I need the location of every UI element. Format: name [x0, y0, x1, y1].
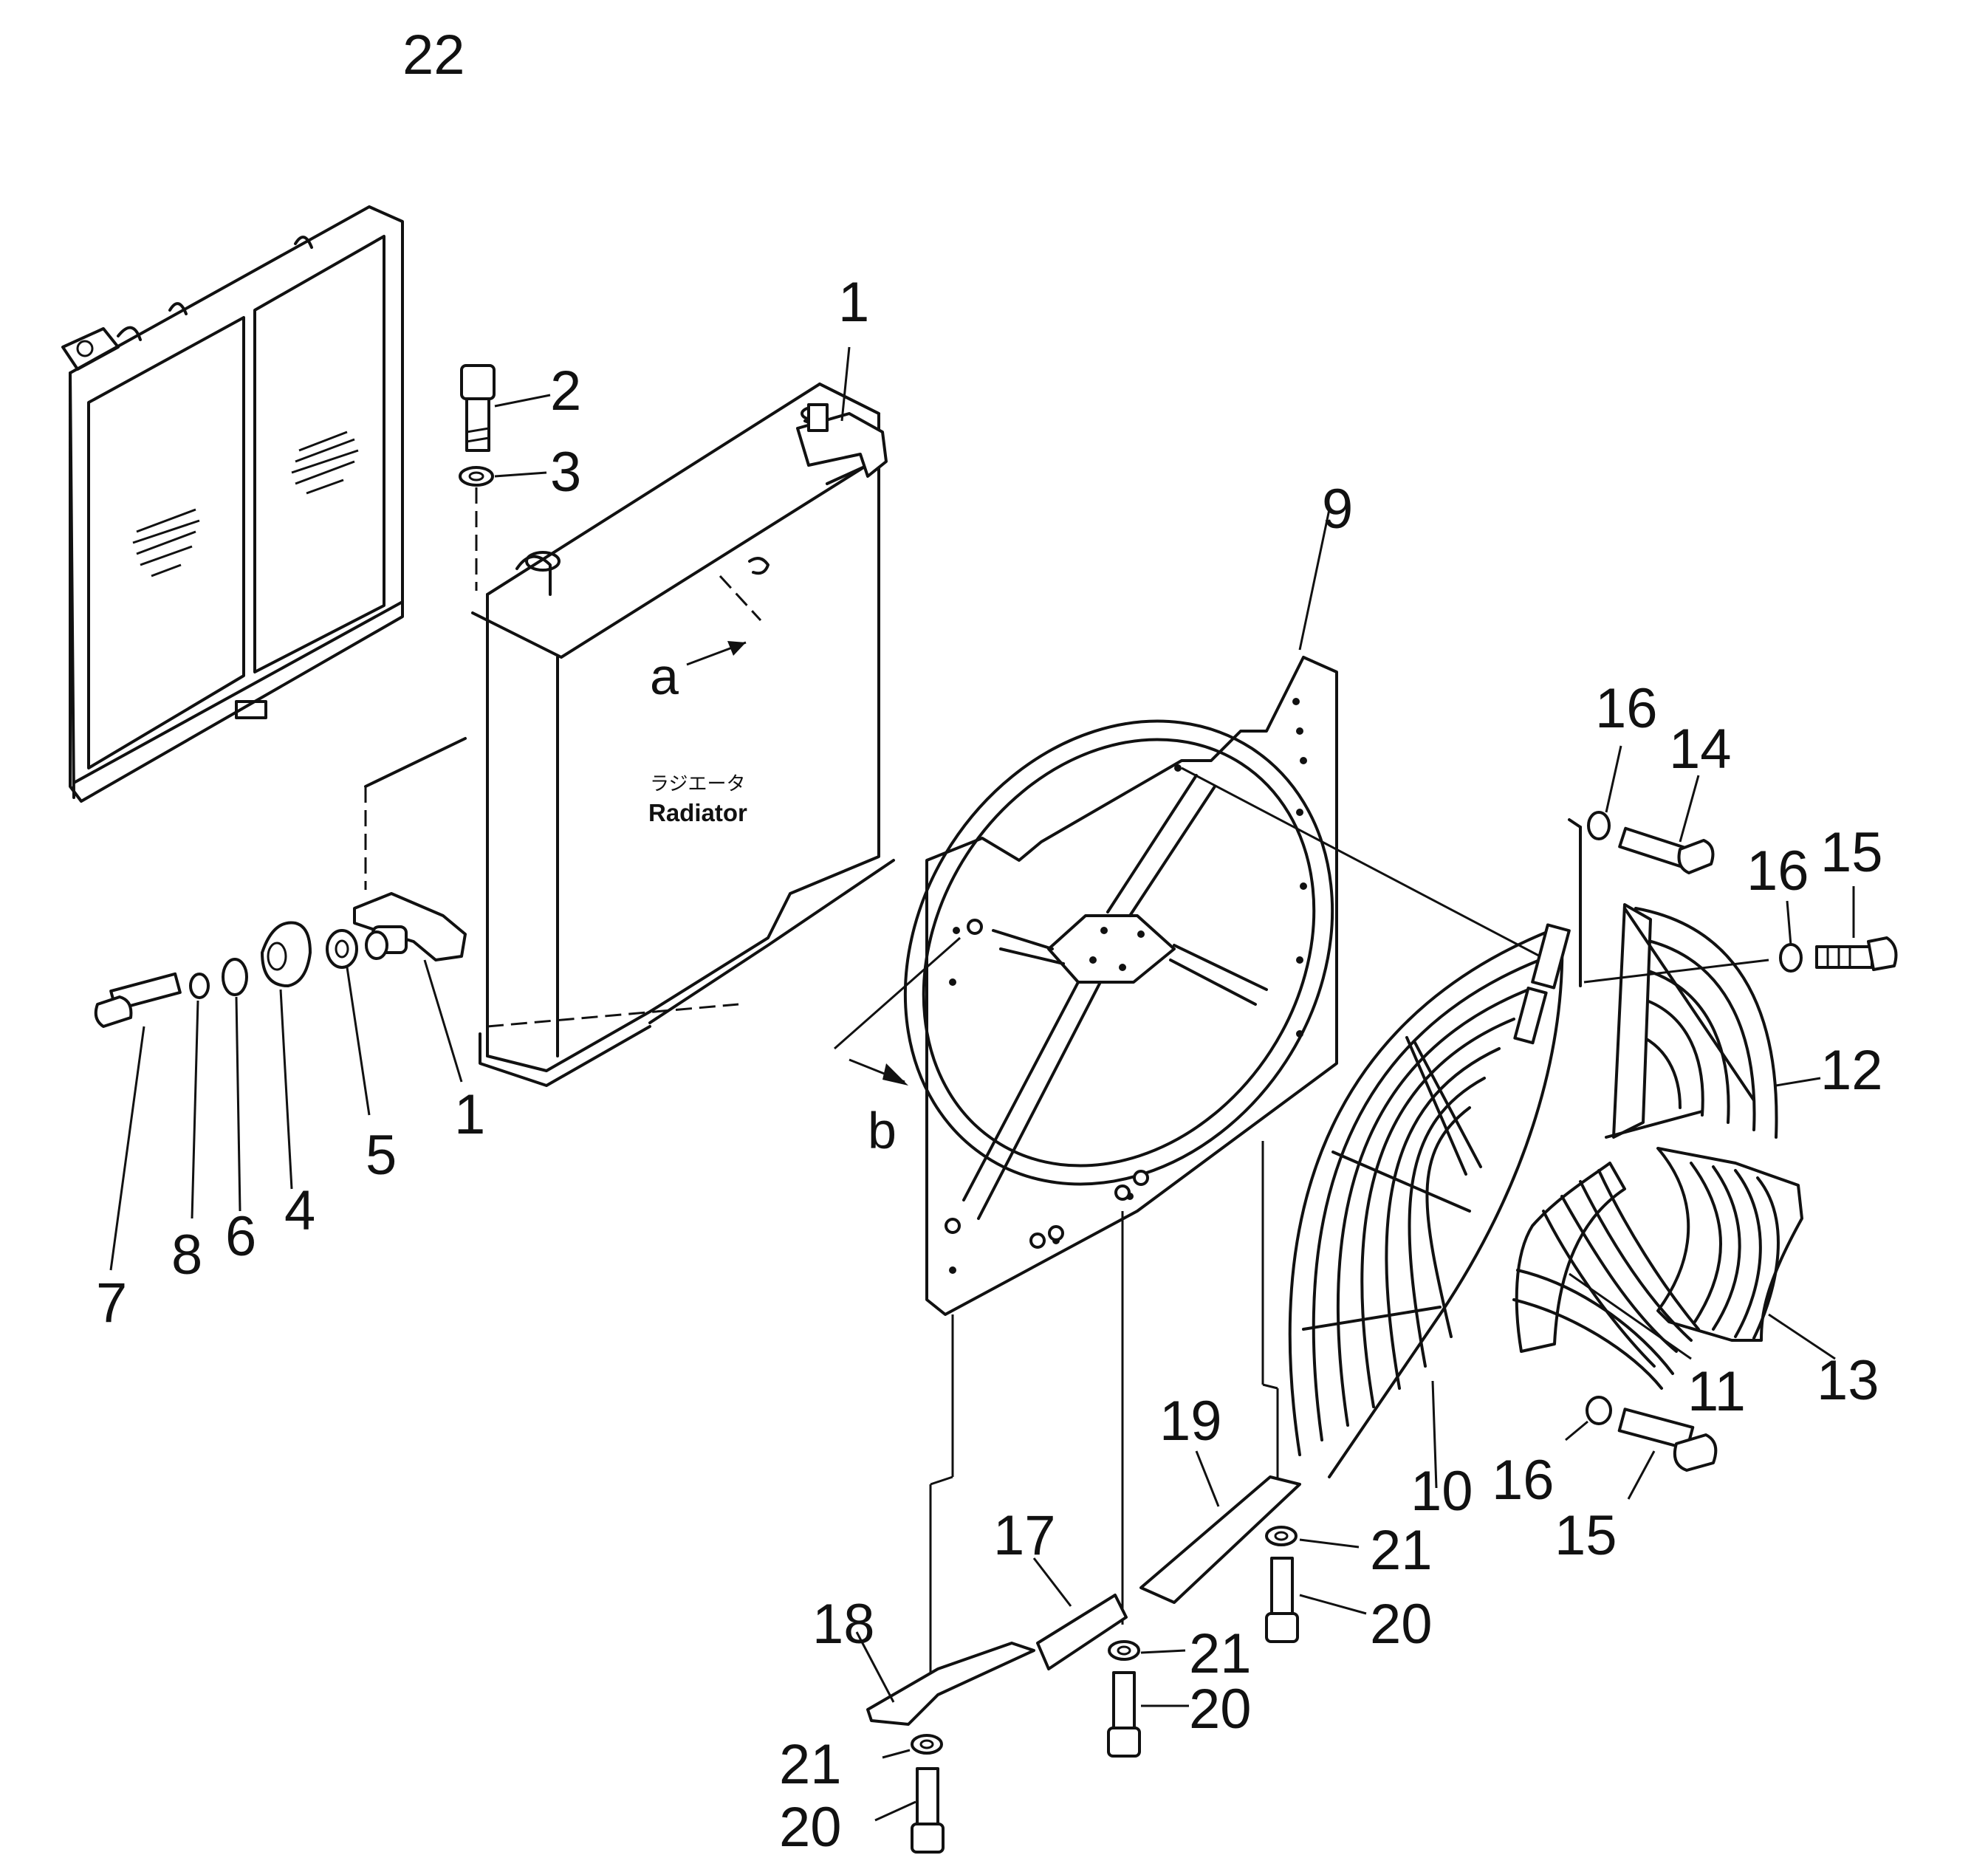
part-22-core-panel — [61, 205, 404, 803]
part-16-washer-a — [1587, 745, 1622, 840]
part-17-bracket — [1032, 1557, 1128, 1670]
label-21-b: 21 — [1189, 1622, 1252, 1685]
part-15-bolt-b — [1617, 1408, 1718, 1500]
label-15-b: 15 — [1555, 1504, 1617, 1567]
view-marker-a: a — [650, 648, 679, 705]
label-4: 4 — [284, 1179, 315, 1242]
part-21-washer-c — [882, 1734, 943, 1759]
label-9: 9 — [1322, 478, 1353, 541]
part-20-bolt-a — [1265, 1557, 1367, 1643]
part-5-washer — [326, 929, 371, 1116]
label-13: 13 — [1817, 1349, 1879, 1412]
label-20-c: 20 — [779, 1796, 842, 1859]
part-12-guard-section — [1583, 903, 1821, 1139]
part-16-washer-c — [1565, 1396, 1612, 1441]
part-9-fan-shroud — [903, 509, 1338, 1316]
label-2: 2 — [550, 360, 581, 422]
part-7-bolt — [94, 972, 182, 1271]
part-11-guard-section — [1512, 1162, 1700, 1390]
part-15-bolt-a — [1815, 886, 1898, 971]
part-21-washer-a — [1265, 1526, 1360, 1549]
part-20-bolt-b — [1107, 1671, 1189, 1758]
label-8: 8 — [171, 1224, 202, 1286]
label-16-c: 16 — [1492, 1449, 1555, 1512]
radiator-body — [471, 383, 895, 1087]
label-22: 22 — [402, 24, 465, 86]
label-15-a: 15 — [1820, 821, 1883, 884]
part-1-mount-top — [796, 346, 888, 478]
part-8-washer — [189, 973, 210, 1219]
label-20-b: 20 — [1189, 1678, 1252, 1741]
label-20-a: 20 — [1370, 1593, 1433, 1656]
part-6-plate — [222, 958, 248, 1212]
label-5: 5 — [366, 1124, 397, 1187]
label-1-left: 1 — [454, 1083, 485, 1146]
part-4-cushion — [261, 921, 312, 1190]
part-2-bolt — [460, 364, 551, 452]
part-13-guard-section — [1656, 1147, 1836, 1360]
view-b-arrow — [834, 936, 961, 1086]
part-21-washer-b — [1108, 1640, 1186, 1661]
label-14: 14 — [1669, 718, 1732, 781]
label-7: 7 — [96, 1272, 127, 1334]
label-16-a: 16 — [1595, 677, 1658, 740]
label-19: 19 — [1159, 1390, 1222, 1453]
label-12: 12 — [1820, 1039, 1883, 1102]
part-10-fan-guard — [1288, 923, 1571, 1489]
label-3: 3 — [550, 441, 581, 504]
label-16-b: 16 — [1747, 840, 1809, 902]
label-17: 17 — [993, 1504, 1056, 1567]
radiator-label-jp: ラジエータ — [650, 773, 745, 795]
part-20-bolt-c — [874, 1767, 945, 1854]
label-21-a: 21 — [1370, 1519, 1433, 1582]
radiator-label-en: Radiator — [648, 799, 747, 826]
part-16-washer-b — [1779, 900, 1803, 973]
label-11: 11 — [1687, 1360, 1746, 1423]
label-10: 10 — [1411, 1460, 1473, 1523]
view-a-arrow — [686, 641, 747, 666]
part-3-washer — [459, 466, 547, 487]
view-marker-b: b — [868, 1102, 897, 1159]
label-1-top: 1 — [838, 271, 869, 334]
label-6: 6 — [225, 1205, 256, 1268]
part-18-bracket — [855, 1631, 1035, 1726]
part-14-bolt — [1618, 775, 1715, 874]
part-1-mount-left — [353, 892, 467, 1083]
label-21-c: 21 — [779, 1733, 842, 1796]
label-18: 18 — [812, 1593, 875, 1656]
part-19-bracket — [1139, 1450, 1301, 1604]
